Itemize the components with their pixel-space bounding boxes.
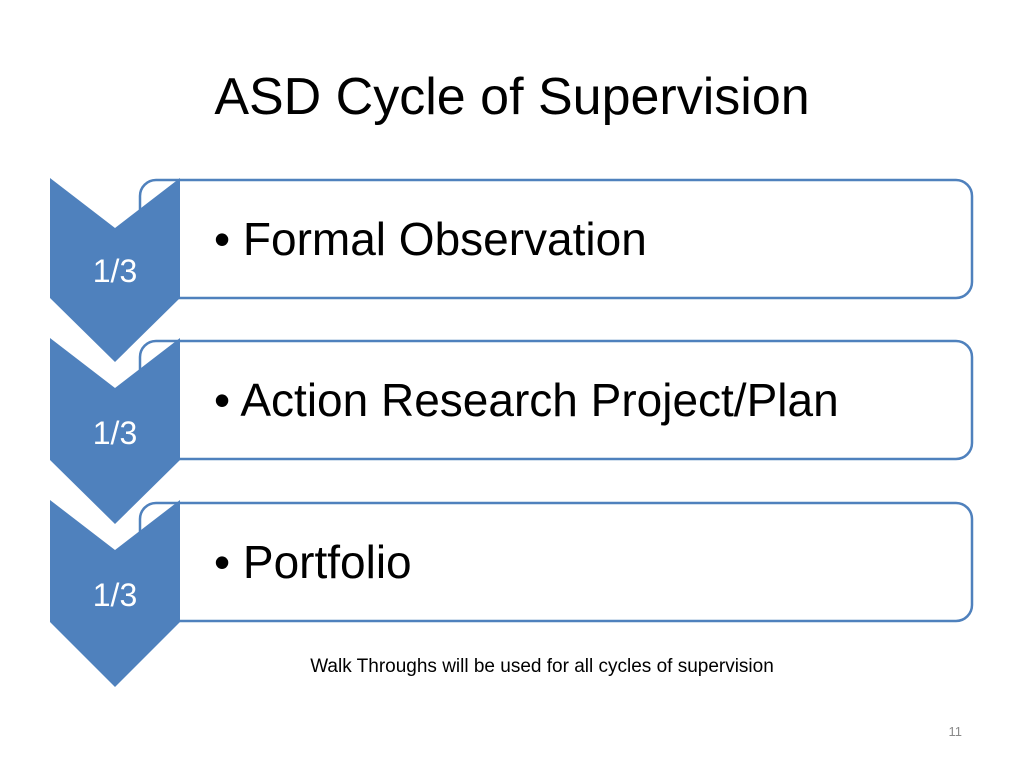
step-chevron-2 xyxy=(50,338,180,524)
step-item-3: • Portfolio xyxy=(214,536,412,588)
cycle-step-2: 1/3 • Action Research Project/Plan xyxy=(50,338,974,524)
step-item-label-3: Portfolio xyxy=(243,536,412,588)
cycle-step-3: 1/3 • Portfolio xyxy=(50,500,974,687)
step-fraction-2: 1/3 xyxy=(93,415,137,451)
bullet-2: • xyxy=(214,374,230,426)
footnote: Walk Throughs will be used for all cycle… xyxy=(310,656,774,677)
step-chevron-1 xyxy=(50,178,180,362)
bullet-1: • xyxy=(214,213,230,265)
step-item-1: • Formal Observation xyxy=(214,213,647,265)
step-item-2: • Action Research Project/Plan xyxy=(214,374,839,426)
step-item-label-1: Formal Observation xyxy=(243,213,647,265)
step-fraction-3: 1/3 xyxy=(93,577,137,613)
step-chevron-3 xyxy=(50,500,180,687)
cycle-step-1: 1/3 • Formal Observation xyxy=(50,178,974,362)
step-fraction-1: 1/3 xyxy=(93,253,137,289)
step-item-label-2: Action Research Project/Plan xyxy=(240,374,838,426)
slide-title: ASD Cycle of Supervision xyxy=(214,68,810,126)
slide-number: 11 xyxy=(948,724,963,739)
bullet-3: • xyxy=(214,536,230,588)
